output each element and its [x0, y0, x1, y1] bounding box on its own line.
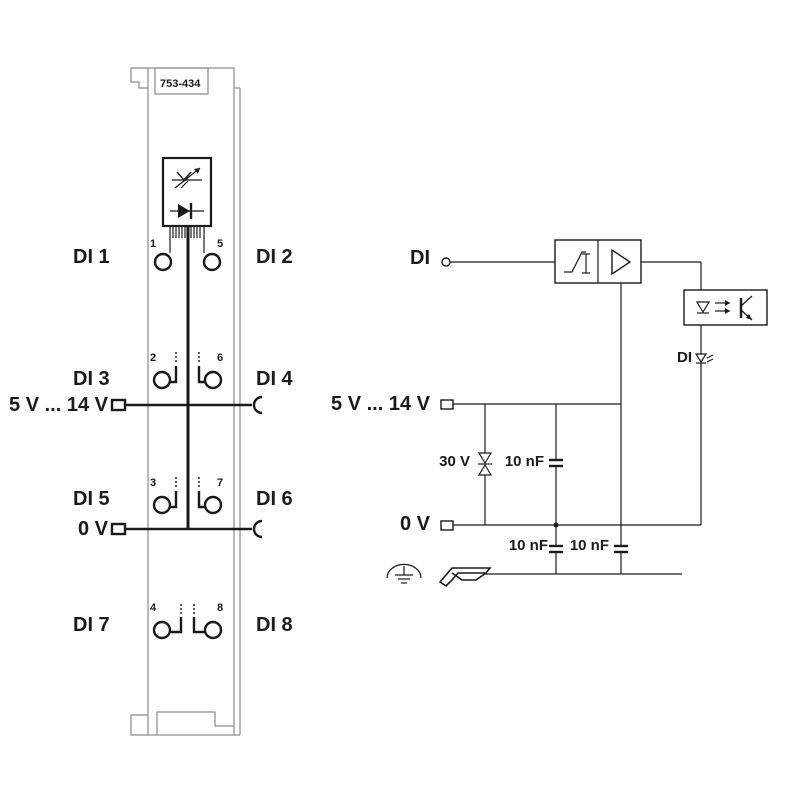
ground-cap-1-label: 10 nF — [509, 537, 548, 554]
supply-cap-label: 10 nF — [505, 453, 544, 470]
zero-bar — [110, 519, 263, 539]
label-supply: 5 V ... 14 V — [9, 394, 109, 416]
zero-node — [440, 520, 454, 531]
supply-capacitor — [549, 404, 563, 525]
terminal-number-2: 2 — [150, 352, 156, 364]
terminal-4[interactable] — [152, 604, 183, 640]
terminal-5[interactable] — [202, 252, 222, 272]
label-zero: 0 V — [78, 518, 109, 540]
ground-capacitor-1 — [549, 525, 563, 574]
label-di6: DI 6 — [256, 488, 293, 510]
terminal-7[interactable] — [197, 477, 223, 515]
terminal-1[interactable] — [153, 252, 173, 272]
terminal-8[interactable] — [192, 604, 223, 640]
supply-bar — [110, 395, 263, 415]
input-node — [441, 257, 451, 267]
terminal-number-5: 5 — [217, 238, 223, 250]
terminal-number-3: 3 — [150, 477, 156, 489]
schematic-supply-label: 5 V ... 14 V — [331, 393, 431, 415]
label-di8: DI 8 — [256, 614, 293, 636]
terminal-number-6: 6 — [217, 352, 223, 364]
part-number: 753-434 — [160, 78, 201, 90]
terminal-number-8: 8 — [217, 602, 223, 614]
label-di7: DI 7 — [73, 614, 110, 636]
label-di2: DI 2 — [256, 246, 293, 268]
comb-lines — [169, 226, 205, 253]
earth-ground-icon — [386, 563, 422, 584]
din-rail-icon — [438, 567, 492, 588]
zener-label: 30 V — [439, 453, 470, 470]
label-di3: DI 3 — [73, 368, 110, 390]
label-di5: DI 5 — [73, 488, 110, 510]
terminal-6[interactable] — [197, 352, 223, 390]
supply-node — [440, 399, 454, 410]
terminal-2[interactable] — [152, 352, 178, 390]
module-label: 753-434 — [154, 67, 209, 95]
ground-cap-2-label: 10 nF — [570, 537, 609, 554]
terminal-number-7: 7 — [217, 477, 223, 489]
label-di1: DI 1 — [73, 246, 110, 268]
terminal-number-4: 4 — [150, 602, 157, 614]
led-icon — [694, 353, 714, 364]
terminal-number-1: 1 — [150, 238, 156, 250]
schematic: DI — [331, 239, 768, 588]
schematic-zero-label: 0 V — [400, 513, 431, 535]
led-label: DI — [677, 349, 692, 366]
zener-diode — [477, 404, 493, 525]
filter-buffer-block — [554, 239, 642, 284]
label-di4: DI 4 — [256, 368, 294, 390]
schematic-input-label: DI — [410, 247, 430, 269]
terminal-3[interactable] — [152, 477, 178, 515]
optocoupler — [683, 289, 768, 326]
ground-capacitor-2 — [614, 404, 628, 574]
